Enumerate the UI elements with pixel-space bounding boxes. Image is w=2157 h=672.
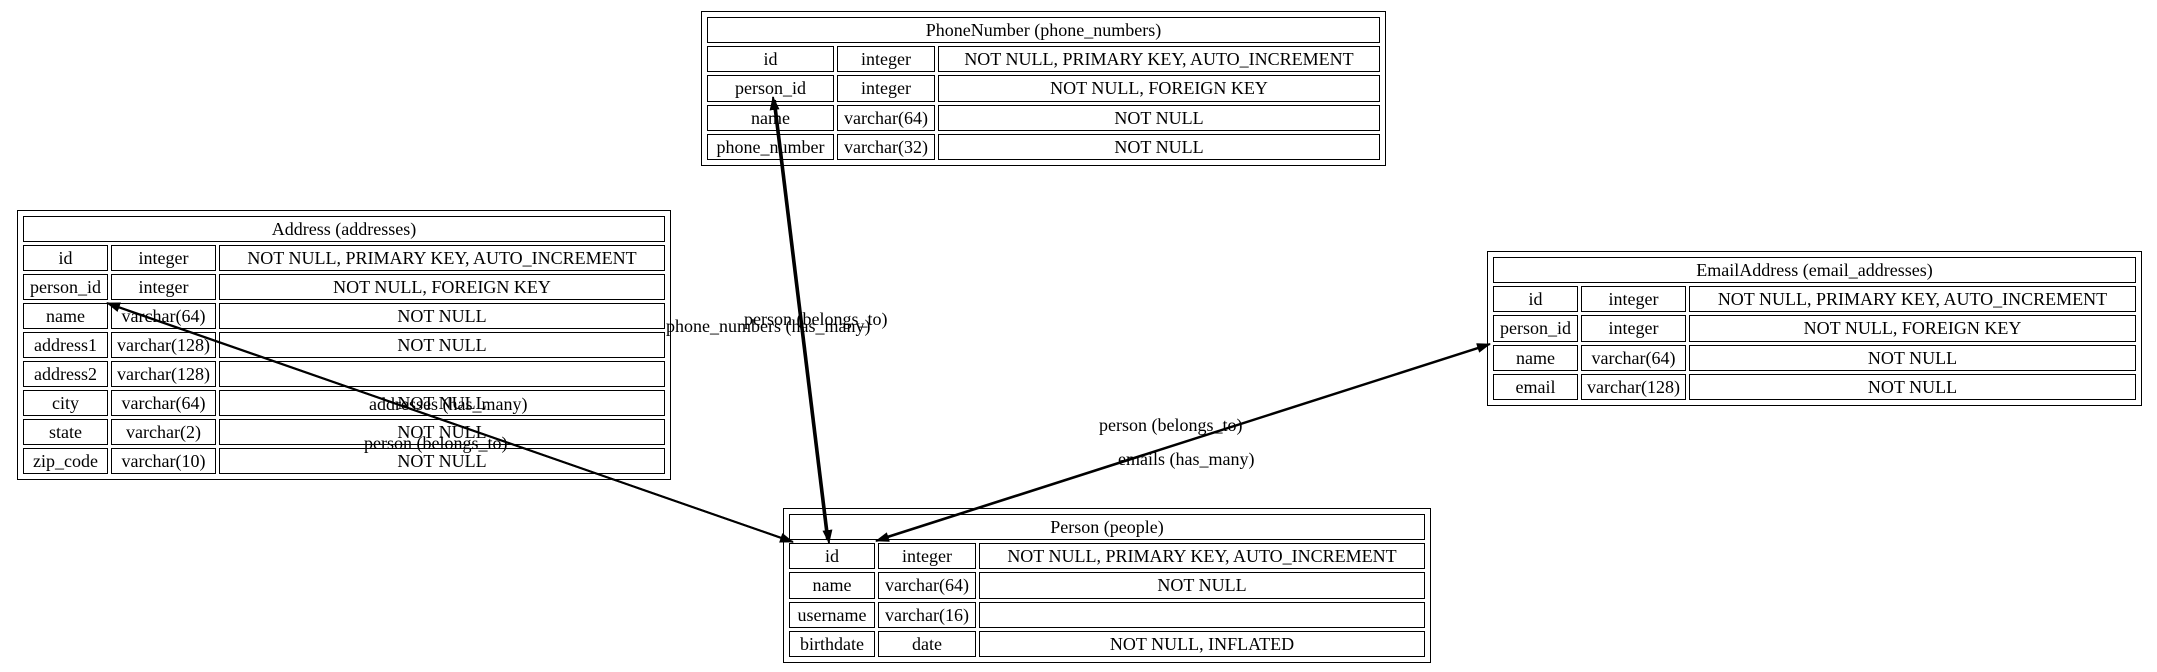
- column-name: name: [23, 303, 108, 329]
- table-row: birthdate date NOT NULL, INFLATED: [789, 630, 1425, 657]
- edge-label: phone_numbers (has_many): [666, 316, 871, 336]
- table-row: person_id integer NOT NULL, FOREIGN KEY: [1493, 315, 2136, 342]
- column-name: birthdate: [789, 630, 875, 657]
- edge-phone-number-to-person: [774, 99, 833, 544]
- column-constraints: NOT NULL, PRIMARY KEY, AUTO_INCREMENT: [938, 46, 1380, 73]
- column-type: varchar(16): [878, 601, 976, 628]
- column-type: varchar(128): [111, 361, 216, 387]
- column-type: integer: [837, 75, 935, 102]
- column-type: varchar(64): [878, 572, 976, 599]
- column-constraints: [979, 601, 1425, 628]
- column-name: name: [1493, 344, 1578, 371]
- column-name: address2: [23, 361, 108, 387]
- column-name: id: [23, 245, 108, 271]
- column-name: name: [789, 572, 875, 599]
- column-constraints: NOT NULL, FOREIGN KEY: [219, 274, 665, 300]
- column-type: varchar(2): [111, 419, 216, 445]
- table-row: id integer NOT NULL, PRIMARY KEY, AUTO_I…: [23, 245, 665, 271]
- column-type: varchar(64): [111, 390, 216, 416]
- entity-title: Address (addresses): [23, 216, 665, 242]
- table-row: name varchar(64) NOT NULL: [707, 104, 1380, 131]
- table-row: name varchar(64) NOT NULL: [1493, 344, 2136, 371]
- column-constraints: NOT NULL: [938, 104, 1380, 131]
- column-type: integer: [837, 46, 935, 73]
- column-type: date: [878, 630, 976, 657]
- column-type: varchar(128): [1581, 373, 1686, 400]
- entity-person: Person (people) id integer NOT NULL, PRI…: [783, 508, 1431, 663]
- column-constraints: NOT NULL, PRIMARY KEY, AUTO_INCREMENT: [219, 245, 665, 271]
- table-row: address1 varchar(128) NOT NULL: [23, 332, 665, 358]
- entity-phone-number: PhoneNumber (phone_numbers) id integer N…: [701, 11, 1386, 166]
- column-constraints: NOT NULL: [219, 332, 665, 358]
- entity-title: PhoneNumber (phone_numbers): [707, 17, 1380, 44]
- column-type: varchar(10): [111, 448, 216, 474]
- column-name: name: [707, 104, 834, 131]
- table-row: person_id integer NOT NULL, FOREIGN KEY: [707, 75, 1380, 102]
- column-constraints: NOT NULL: [219, 390, 665, 416]
- column-name: id: [789, 543, 875, 570]
- table-row: email varchar(128) NOT NULL: [1493, 373, 2136, 400]
- column-name: person_id: [1493, 315, 1578, 342]
- table-row: name varchar(64) NOT NULL: [23, 303, 665, 329]
- edge-label: person (belongs_to): [1099, 415, 1243, 435]
- column-type: integer: [878, 543, 976, 570]
- column-constraints: NOT NULL, FOREIGN KEY: [1689, 315, 2136, 342]
- column-constraints: NOT NULL: [1689, 373, 2136, 400]
- table-row: zip_code varchar(10) NOT NULL: [23, 448, 665, 474]
- table-row: person_id integer NOT NULL, FOREIGN KEY: [23, 274, 665, 300]
- table-row: id integer NOT NULL, PRIMARY KEY, AUTO_I…: [707, 46, 1380, 73]
- column-type: integer: [1581, 315, 1686, 342]
- column-constraints: NOT NULL, PRIMARY KEY, AUTO_INCREMENT: [979, 543, 1425, 570]
- column-name: id: [707, 46, 834, 73]
- column-type: varchar(64): [1581, 344, 1686, 371]
- column-constraints: NOT NULL: [938, 133, 1380, 160]
- entity-title: Person (people): [789, 514, 1425, 541]
- column-name: username: [789, 601, 875, 628]
- column-type: integer: [111, 245, 216, 271]
- entity-title: EmailAddress (email_addresses): [1493, 257, 2136, 284]
- column-type: varchar(64): [837, 104, 935, 131]
- column-constraints: NOT NULL: [219, 448, 665, 474]
- column-name: address1: [23, 332, 108, 358]
- column-type: varchar(32): [837, 133, 935, 160]
- table-row: name varchar(64) NOT NULL: [789, 572, 1425, 599]
- column-name: email: [1493, 373, 1578, 400]
- column-constraints: NOT NULL: [1689, 344, 2136, 371]
- column-name: person_id: [23, 274, 108, 300]
- column-name: person_id: [707, 75, 834, 102]
- column-constraints: NOT NULL: [219, 419, 665, 445]
- column-constraints: NOT NULL, FOREIGN KEY: [938, 75, 1380, 102]
- table-row: username varchar(16): [789, 601, 1425, 628]
- column-type: integer: [1581, 286, 1686, 313]
- column-constraints: [219, 361, 665, 387]
- column-name: state: [23, 419, 108, 445]
- table-row: id integer NOT NULL, PRIMARY KEY, AUTO_I…: [789, 543, 1425, 570]
- column-name: zip_code: [23, 448, 108, 474]
- column-type: integer: [111, 274, 216, 300]
- entity-address: Address (addresses) id integer NOT NULL,…: [17, 210, 671, 480]
- column-type: varchar(128): [111, 332, 216, 358]
- entity-email-address: EmailAddress (email_addresses) id intege…: [1487, 251, 2142, 406]
- column-constraints: NOT NULL, PRIMARY KEY, AUTO_INCREMENT: [1689, 286, 2136, 313]
- column-name: city: [23, 390, 108, 416]
- table-row: phone_number varchar(32) NOT NULL: [707, 133, 1380, 160]
- column-constraints: NOT NULL, INFLATED: [979, 630, 1425, 657]
- edge-label: person (belongs_to): [744, 309, 888, 329]
- table-row: address2 varchar(128): [23, 361, 665, 387]
- table-row: state varchar(2) NOT NULL: [23, 419, 665, 445]
- column-constraints: NOT NULL: [219, 303, 665, 329]
- table-row: id integer NOT NULL, PRIMARY KEY, AUTO_I…: [1493, 286, 2136, 313]
- column-constraints: NOT NULL: [979, 572, 1425, 599]
- column-type: varchar(64): [111, 303, 216, 329]
- column-name: id: [1493, 286, 1578, 313]
- edge-label: emails (has_many): [1118, 449, 1255, 469]
- column-name: phone_number: [707, 133, 834, 160]
- table-row: city varchar(64) NOT NULL: [23, 390, 665, 416]
